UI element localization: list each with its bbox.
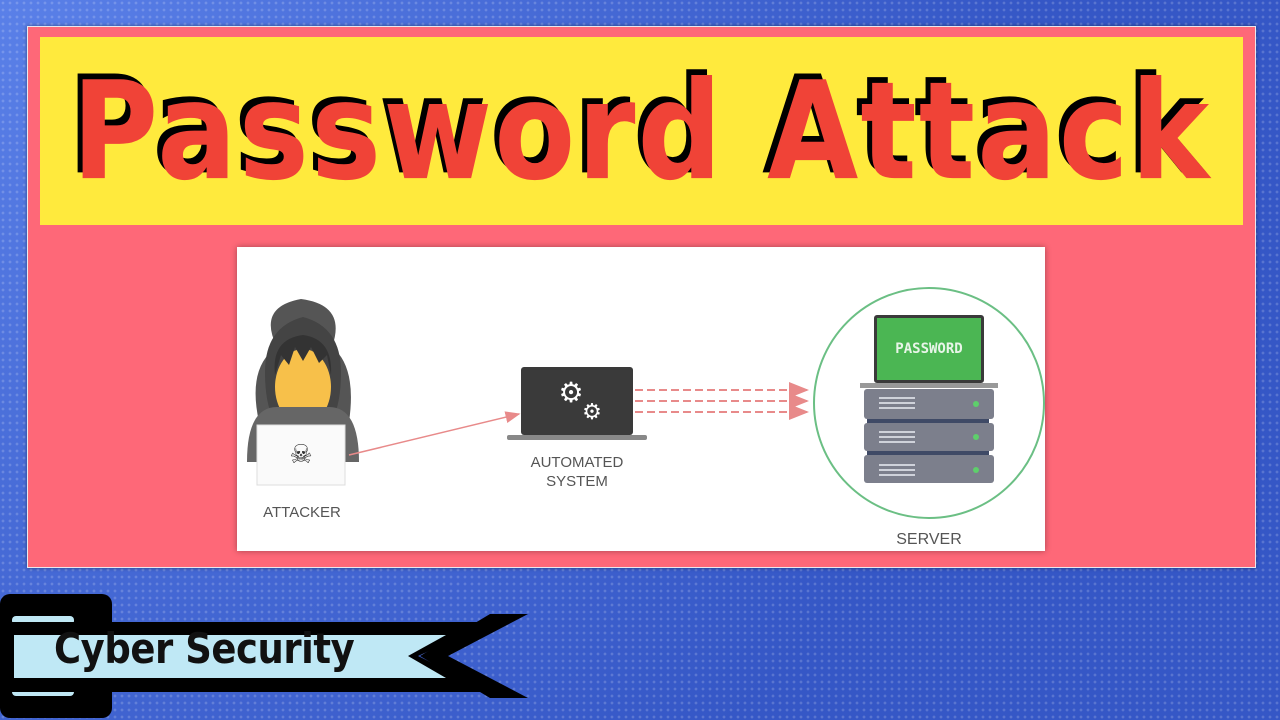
gear-icon: ⚙ [558, 377, 583, 408]
automated-system-label-line1: AUTOMATED [530, 454, 624, 471]
title-bar: Password Attack [40, 37, 1243, 225]
laptop-icon: ⚙ ⚙ [507, 367, 647, 440]
diagram-canvas: ☠ ⚙ ⚙ [247, 287, 1045, 519]
server-icon [860, 315, 998, 483]
page-title: Password Attack [71, 51, 1212, 211]
gear-icon: ⚙ [582, 399, 602, 424]
automated-system-label: AUTOMATED SYSTEM [507, 453, 647, 491]
server-label: SERVER [896, 531, 962, 548]
hacker-icon: ☠ [247, 299, 359, 486]
attacker-label: ATTACKER [263, 504, 341, 521]
automated-system-label-line2: SYSTEM [546, 473, 608, 490]
attack-diagram: ☠ ⚙ ⚙ [237, 247, 1045, 551]
attack-arrow [348, 411, 521, 456]
server-screen-text: PASSWORD [895, 341, 963, 357]
ribbon-banner [0, 594, 528, 718]
server-circle [813, 287, 1045, 519]
skull-icon: ☠ [289, 439, 312, 469]
banner-text: Cyber Security [54, 624, 355, 673]
brute-force-arrows [635, 382, 809, 420]
thumbnail-frame: Password Attack ☠ [27, 26, 1256, 568]
